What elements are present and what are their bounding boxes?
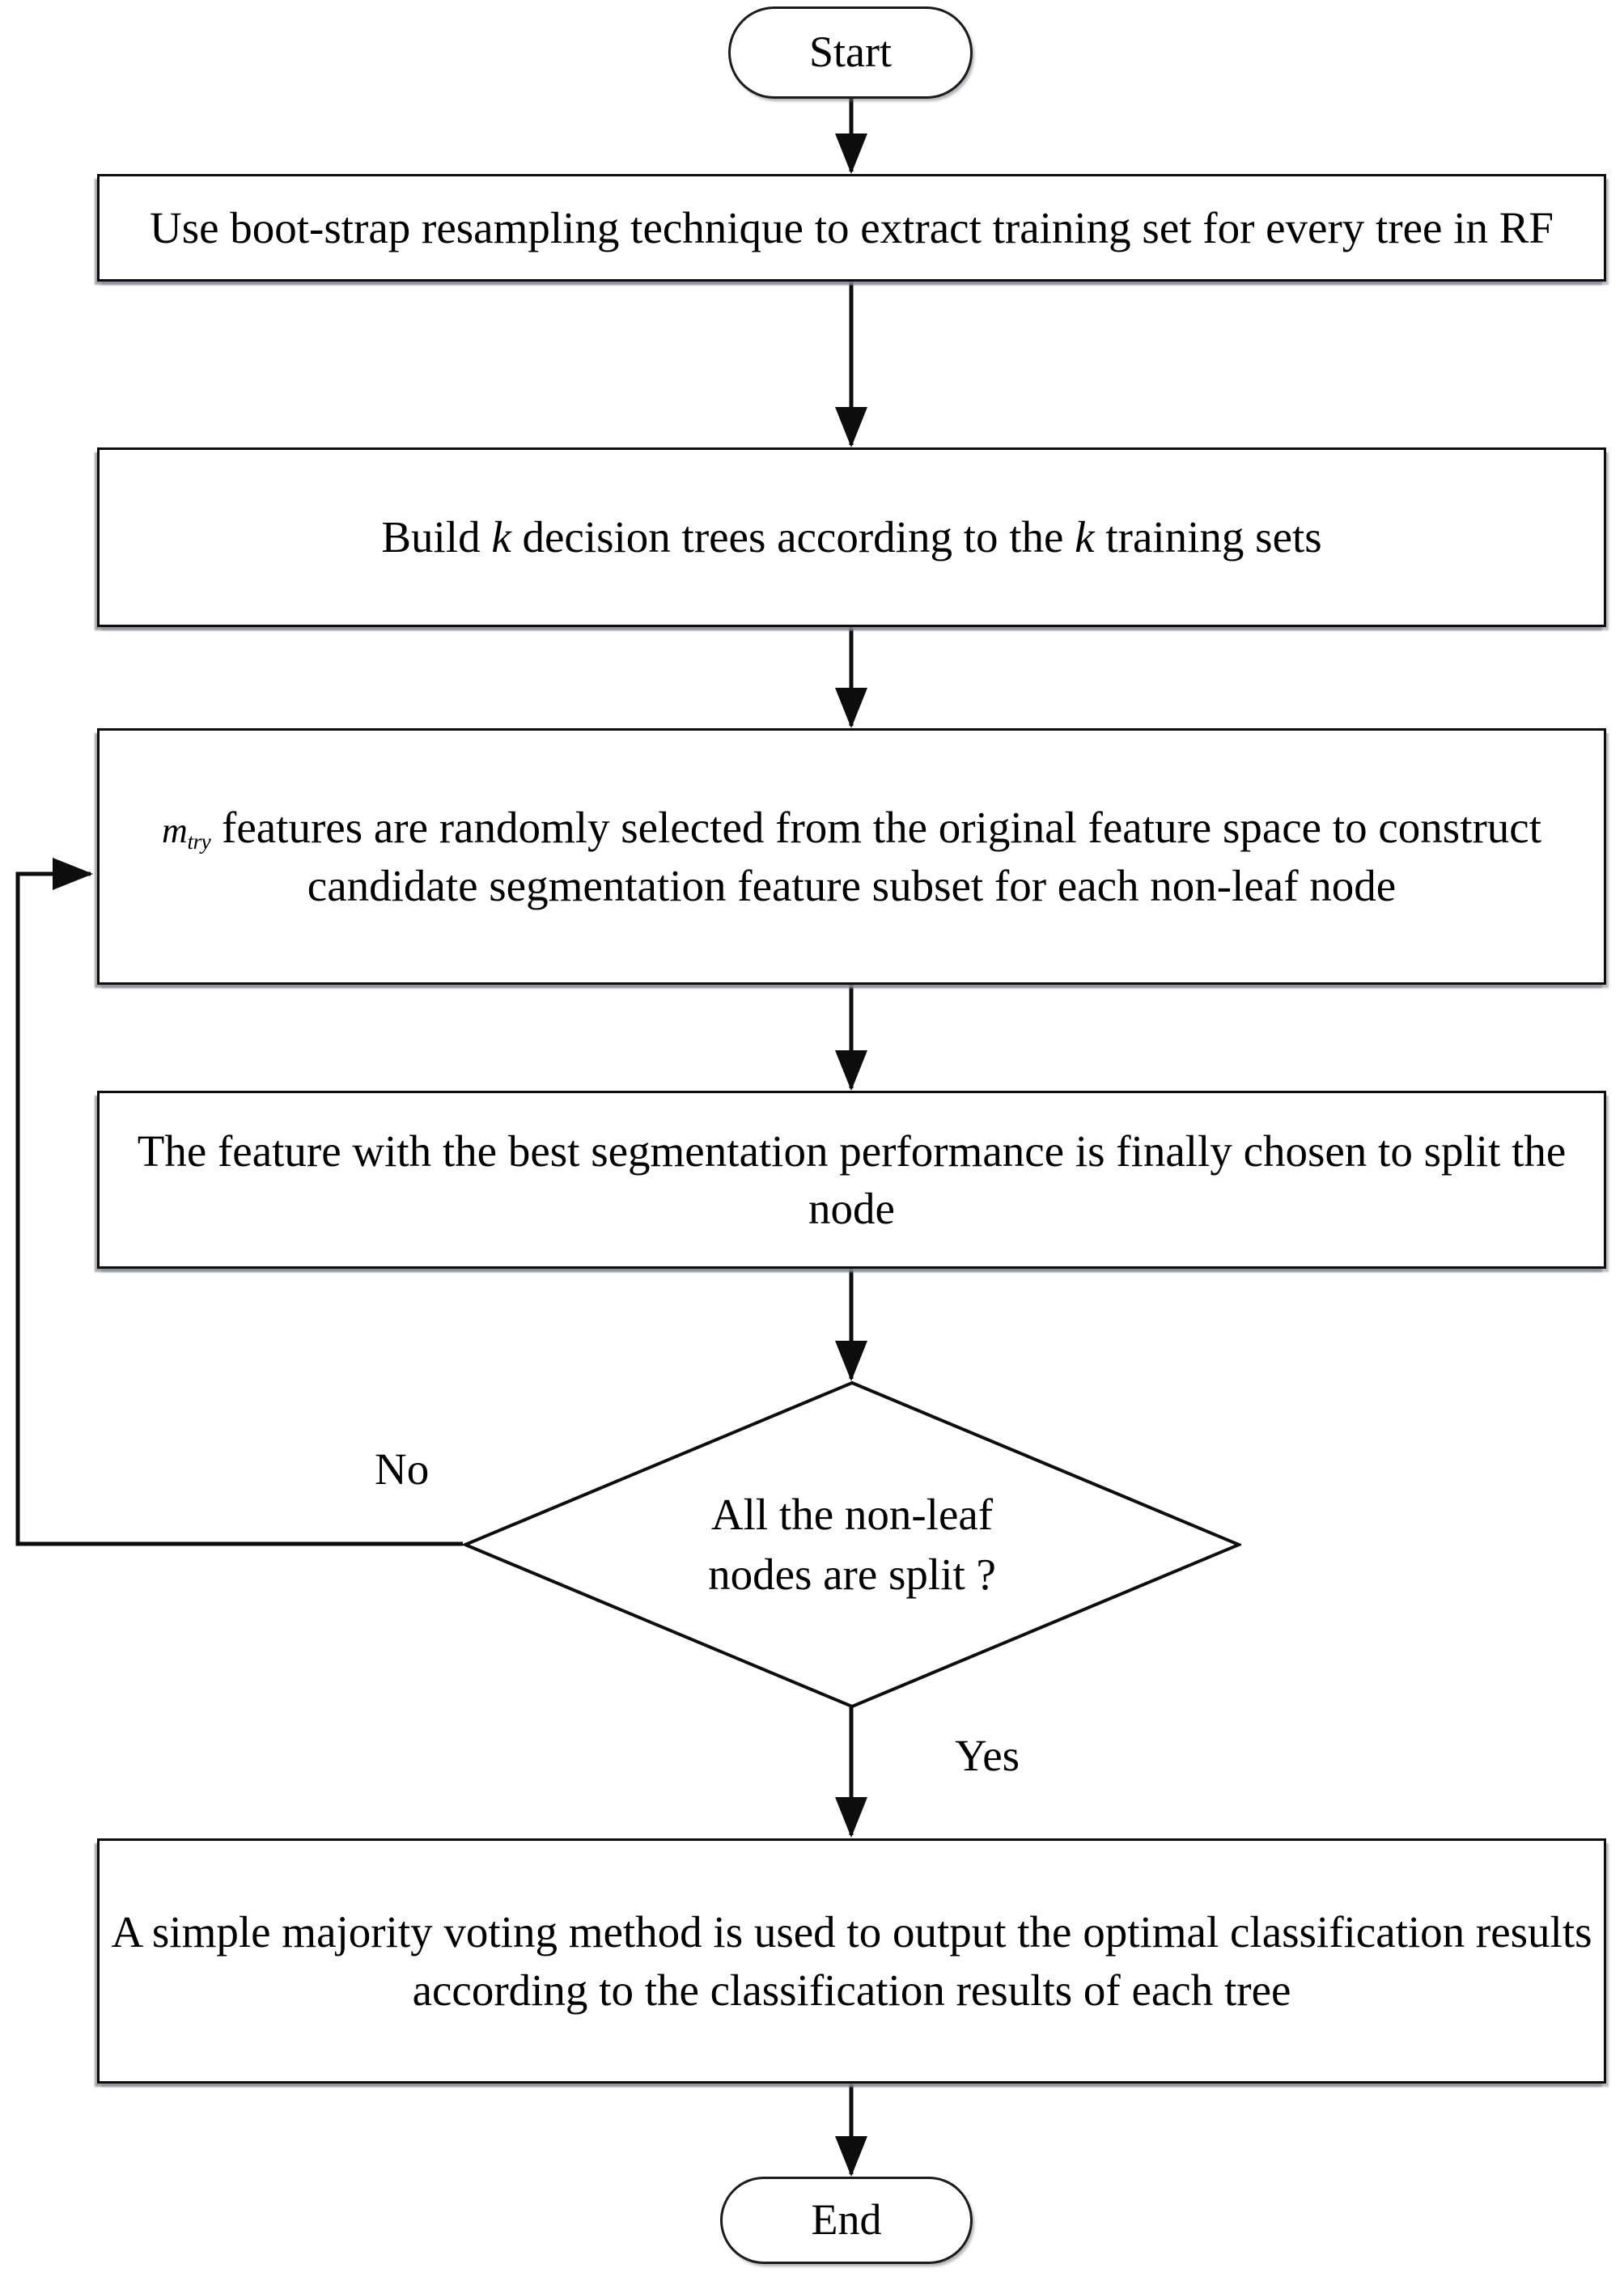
node-start[interactable]: Start (728, 6, 973, 99)
step2-var-k-first: k (491, 512, 511, 562)
decision-line-1: All the non-leaf (710, 1490, 994, 1540)
step2-text-after: training sets (1094, 512, 1322, 562)
node-end-label: End (811, 2195, 882, 2245)
node-step1-label: Use boot-strap resampling technique to e… (149, 202, 1554, 252)
edge-label-yes: Yes (955, 1731, 1020, 1780)
node-step4[interactable]: The feature with the best segmentation p… (97, 1091, 1606, 1269)
decision-diamond-shape (463, 1380, 1241, 1709)
step2-text-middle: decision trees according to the (511, 512, 1075, 562)
node-step5-label: A simple majority voting method is used … (111, 1907, 1592, 2015)
node-step3[interactable]: mtry features are randomly selected from… (97, 728, 1606, 985)
step2-text-before: Build (381, 512, 492, 562)
node-start-label: Start (809, 28, 892, 77)
node-decision-label: All the non-leaf nodes are split ? (463, 1380, 1241, 1709)
node-step5[interactable]: A simple majority voting method is used … (97, 1838, 1606, 2084)
node-step2-label: Build k decision trees according to the … (111, 508, 1592, 566)
step3-text-after: features are randomly selected from the … (210, 802, 1541, 910)
node-step1[interactable]: Use boot-strap resampling technique to e… (97, 174, 1606, 282)
node-step2[interactable]: Build k decision trees according to the … (97, 447, 1606, 627)
step3-variable-mtry: mtry (162, 810, 211, 854)
decision-line-2: nodes are split ? (708, 1550, 996, 1599)
node-end[interactable]: End (720, 2177, 973, 2264)
step2-var-k-second: k (1075, 512, 1095, 562)
step3-var-subscript: try (187, 829, 211, 854)
node-decision[interactable]: All the non-leaf nodes are split ? (463, 1380, 1241, 1709)
node-step4-label: The feature with the best segmentation p… (137, 1126, 1567, 1234)
node-step3-label: mtry features are randomly selected from… (111, 799, 1592, 914)
edge-label-no: No (375, 1444, 430, 1494)
step3-var-base: m (162, 810, 188, 850)
